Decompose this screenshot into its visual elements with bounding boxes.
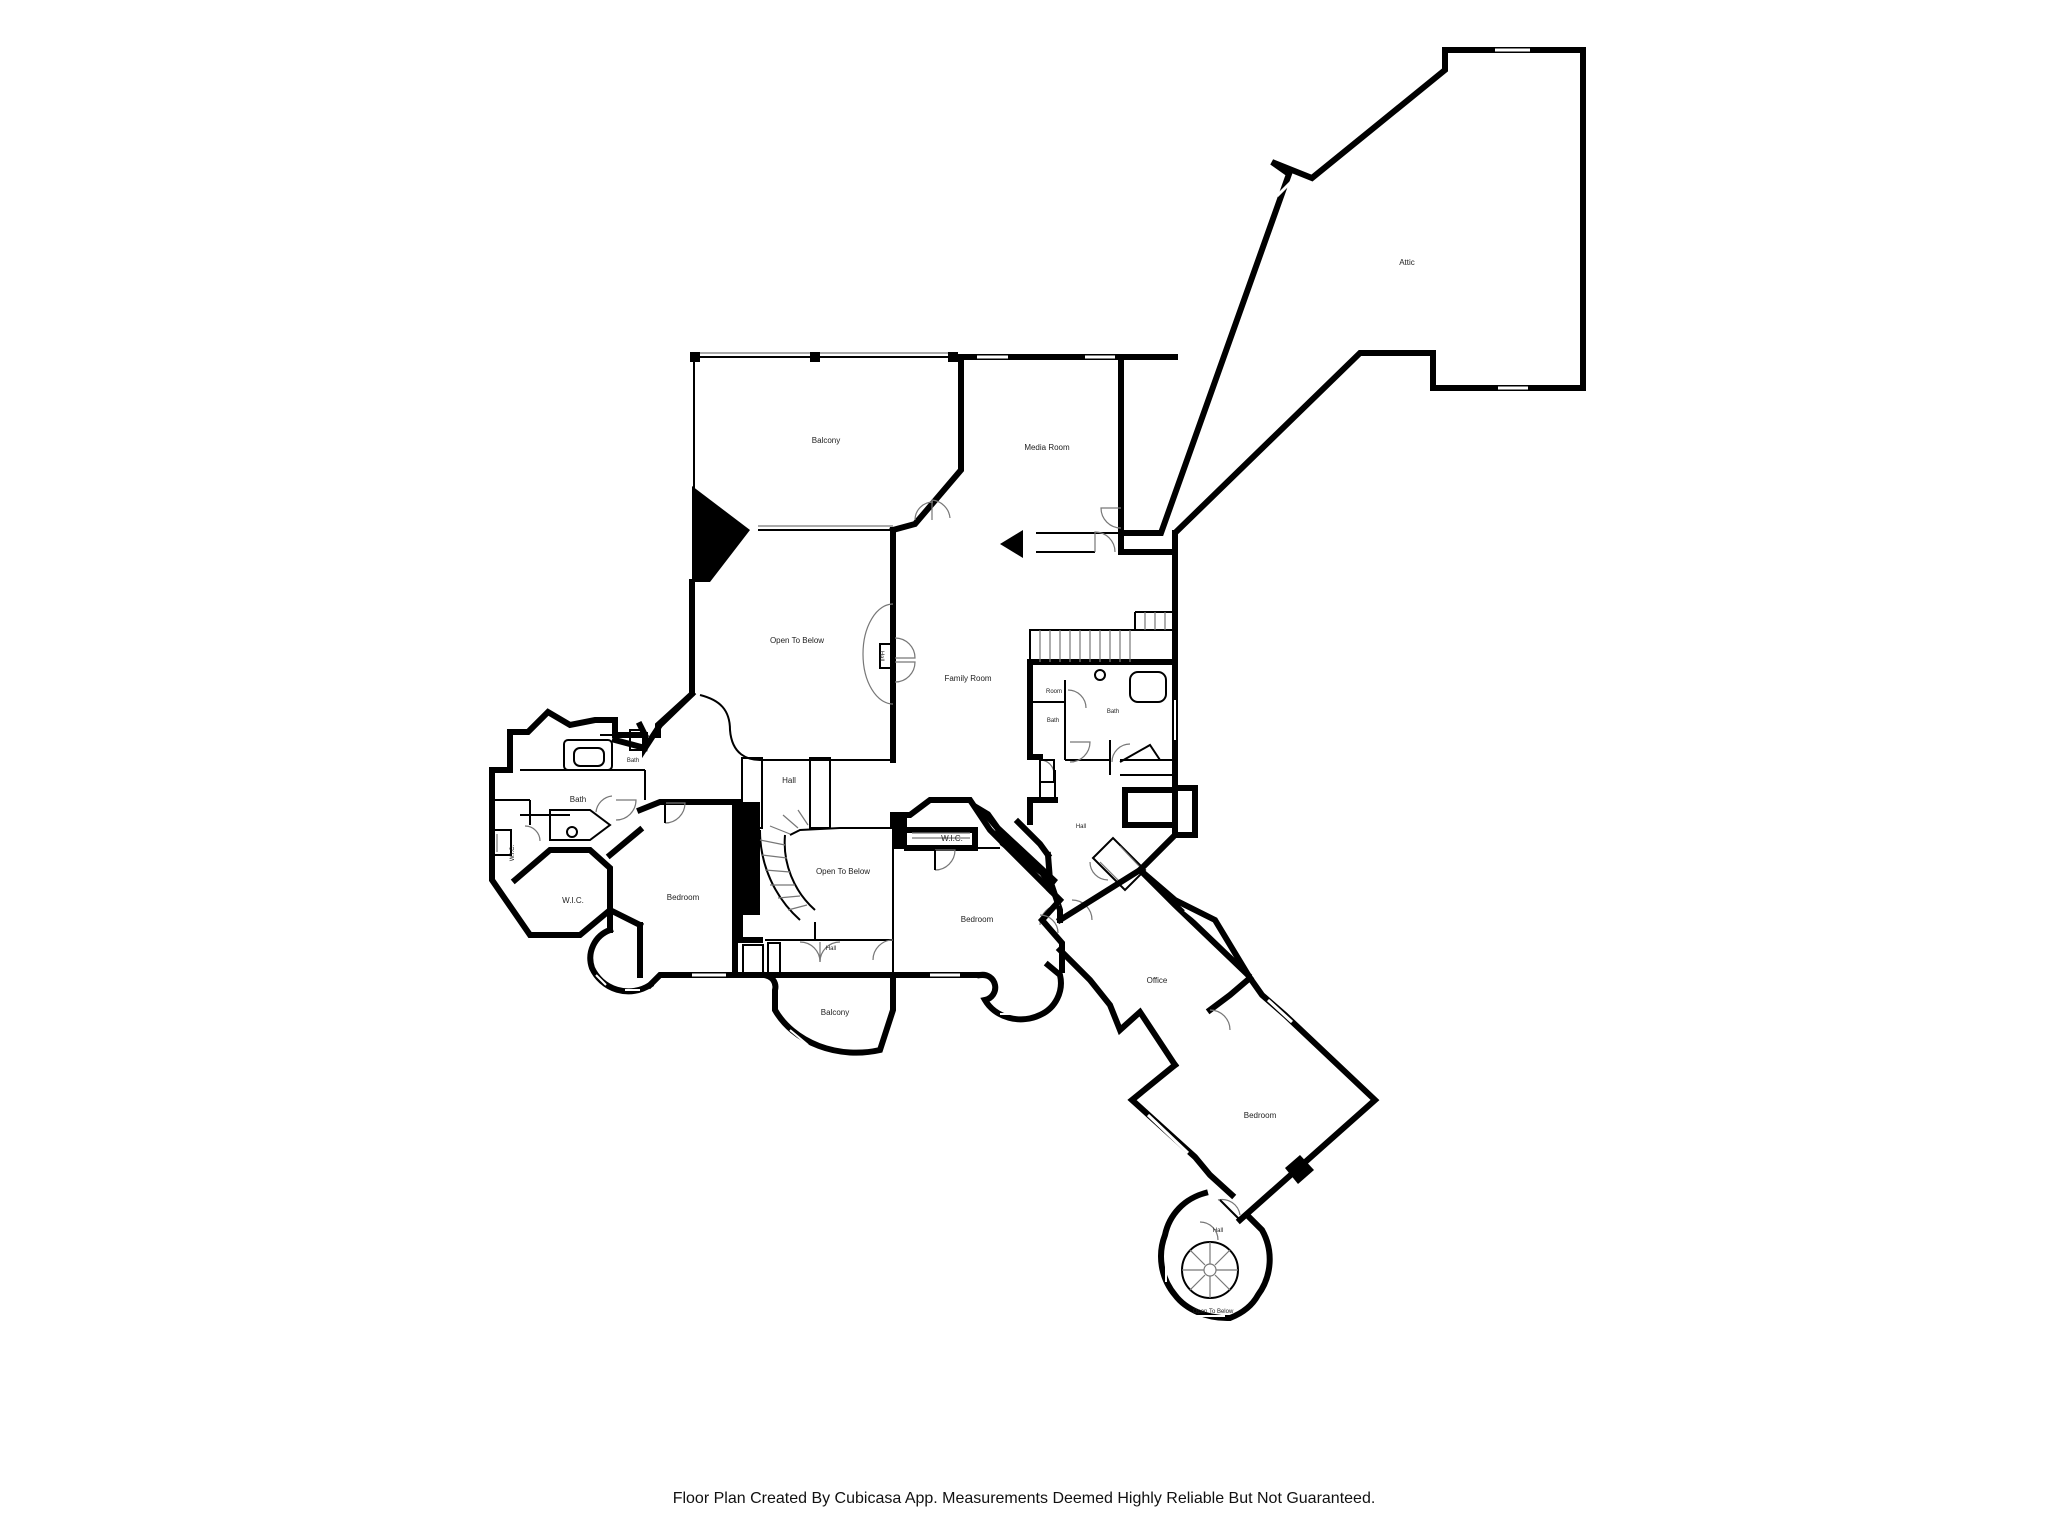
room-label-wic-left: W.I.C. <box>562 896 584 905</box>
bedroom-center-walls <box>890 797 1065 1023</box>
center-walls <box>732 757 896 1061</box>
room-label-hall-arc: Hall <box>878 651 884 661</box>
room-label-bath-small: Bath <box>1047 718 1059 724</box>
room-label-office: Office <box>1147 976 1168 985</box>
office-walls <box>1055 865 1255 1070</box>
attic-window-side <box>1275 176 1297 198</box>
room-label-room-small: Room <box>1046 689 1062 695</box>
room-label-bedroom-right: Bedroom <box>1244 1111 1277 1120</box>
room-label-bath-right: Bath <box>1107 709 1119 715</box>
room-label-wic-left-tall: W.I.C. <box>510 845 516 862</box>
room-label-bath-left-small: Bath <box>627 758 639 764</box>
balcony-top-walls <box>690 352 964 582</box>
footer-disclaimer: Floor Plan Created By Cubicasa App. Meas… <box>672 1490 1376 1507</box>
room-label-open-to-below-3: Open To Below <box>1193 1309 1234 1315</box>
room-label-balcony-top: Balcony <box>812 436 840 445</box>
room-label-bedroom-left: Bedroom <box>667 893 700 902</box>
room-label-hall-left: Hall <box>782 776 796 785</box>
room-label-attic: Attic <box>1399 258 1415 267</box>
room-label-media-room: Media Room <box>1024 443 1070 452</box>
room-label-open-to-below-2: Open To Below <box>816 867 870 876</box>
room-label-hall-small: Hall <box>826 946 836 952</box>
room-labels: Attic Balcony Media Room Open To Below H… <box>510 258 1415 1315</box>
room-label-bath-left: Bath <box>570 795 586 804</box>
bedroom-right-walls <box>1127 973 1380 1225</box>
upper-stairs <box>1027 611 1178 665</box>
room-label-hall-right: Hall <box>1076 824 1086 830</box>
media-room-walls <box>958 354 1178 558</box>
left-wing-walls <box>489 689 697 938</box>
attic-walls <box>1118 47 1586 555</box>
room-label-wic-center: W.I.C. <box>941 834 963 843</box>
tower-walls <box>1158 1189 1273 1322</box>
right-bath-cluster <box>1027 659 1198 838</box>
room-label-open-to-below-1: Open To Below <box>770 636 824 645</box>
room-label-family-room: Family Room <box>944 674 991 683</box>
room-label-hall-tower: Hall <box>1213 1228 1223 1234</box>
room-label-balcony-bottom: Balcony <box>821 1008 849 1017</box>
room-label-bedroom-center: Bedroom <box>961 915 994 924</box>
